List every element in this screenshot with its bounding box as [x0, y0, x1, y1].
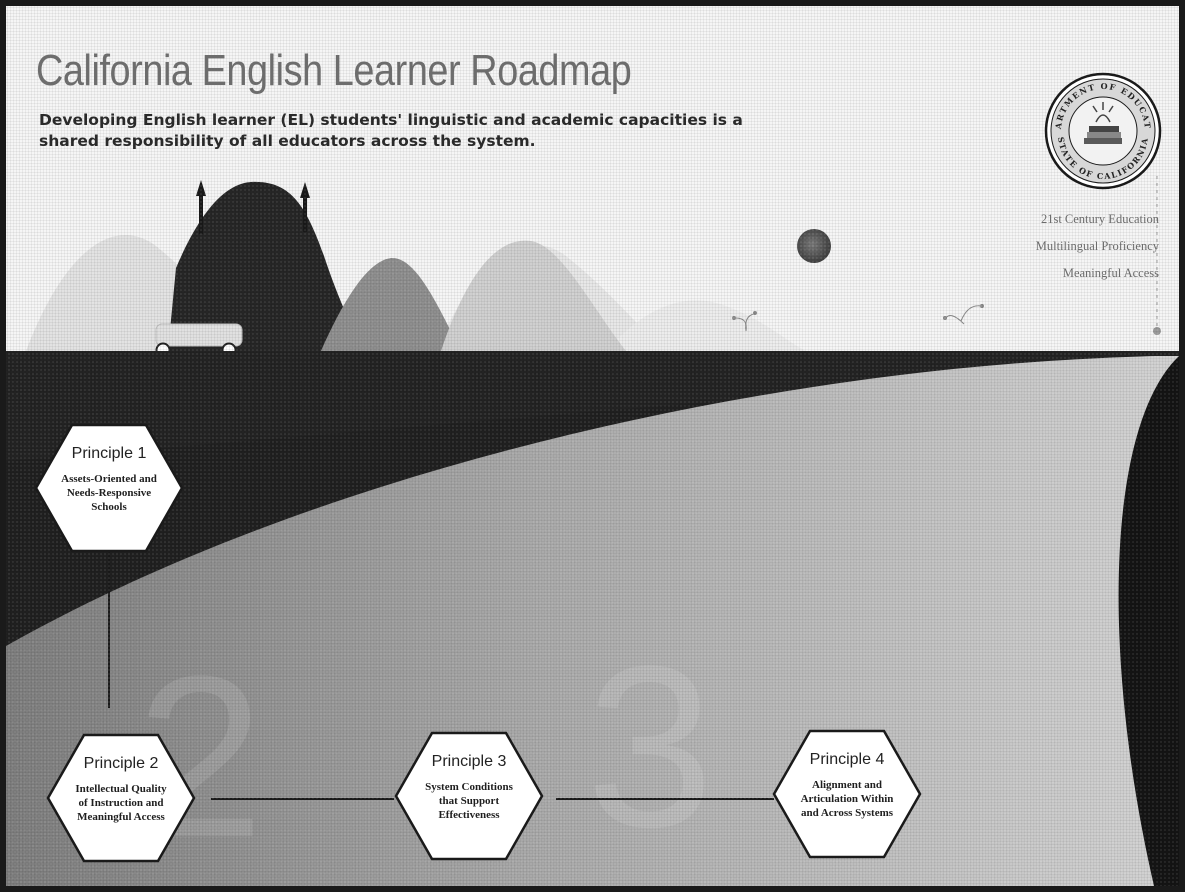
principle-title: Principle 1	[71, 445, 147, 462]
department-of-education-seal-icon: DEPARTMENT OF EDUCATION STATE OF CALIFOR…	[1044, 72, 1162, 190]
page-subtitle: Developing English learner (EL) students…	[39, 111, 743, 150]
goals-list: 21st Century Education Multilingual Prof…	[959, 206, 1159, 287]
books-icon	[1084, 126, 1122, 144]
principle-title: Principle 3	[431, 753, 507, 770]
background-hill	[606, 300, 806, 351]
principle-title: Principle 4	[809, 751, 885, 768]
principle-2-hexagon: Principle 2 Intellectual Quality of Inst…	[46, 733, 196, 863]
principle-description: System Conditions that Support Effective…	[425, 781, 513, 821]
hexagon-shape	[34, 423, 184, 553]
hexagon-shape	[46, 733, 196, 863]
hexagon-shape	[772, 729, 922, 859]
light-mountain	[441, 240, 626, 351]
goal-item: Multilingual Proficiency	[1035, 239, 1159, 253]
road-edge	[1118, 356, 1179, 886]
flower-icon	[732, 311, 757, 332]
goal-item: 21st Century Education	[1040, 212, 1159, 226]
tower-icon	[196, 180, 206, 234]
tower-icon	[300, 182, 310, 232]
gray-mountain	[321, 257, 461, 351]
principle-description: Assets-Oriented and Needs-Responsive Sch…	[61, 473, 157, 513]
lamp-icon	[1092, 102, 1114, 123]
page-title: California English Learner Roadmap	[36, 46, 632, 95]
hexagon-shape	[394, 731, 544, 861]
goal-item: Meaningful Access	[1062, 266, 1159, 280]
principle-title: Principle 2	[83, 755, 159, 772]
guide-dot	[1153, 327, 1161, 335]
dark-mountain	[168, 181, 364, 351]
principle-description: Intellectual Quality of Instruction and …	[75, 783, 167, 823]
principle-4-hexagon: Principle 4 Alignment and Articulation W…	[772, 729, 922, 859]
road-numeral: 3	[586, 618, 714, 875]
sun-icon	[797, 229, 831, 263]
principle-description: Alignment and Articulation Within and Ac…	[800, 779, 894, 819]
principle-1-hexagon: Principle 1 Assets-Oriented and Needs-Re…	[34, 423, 184, 553]
principle-3-hexagon: Principle 3 System Conditions that Suppo…	[394, 731, 544, 861]
flower-icon	[943, 304, 984, 325]
